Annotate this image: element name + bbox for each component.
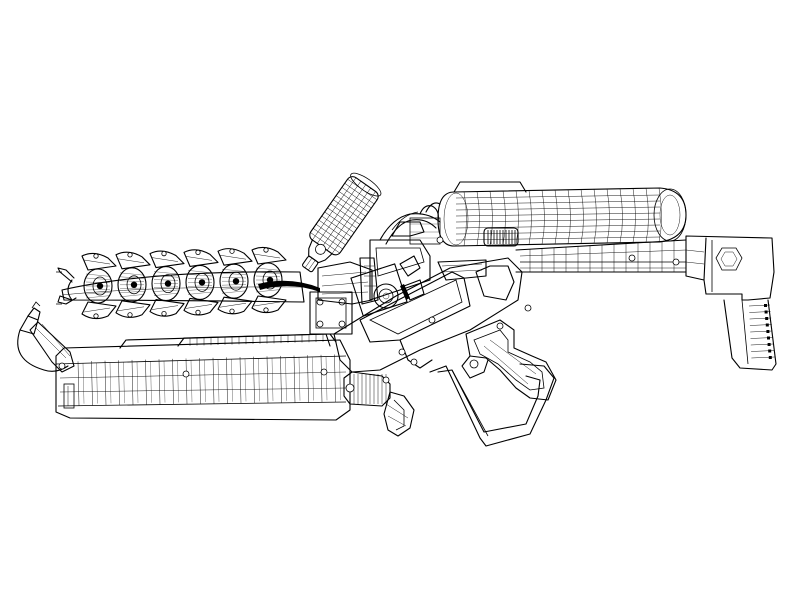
stock: [685, 235, 777, 371]
receiver: [333, 221, 523, 373]
claw: [56, 267, 77, 305]
lower-probe-arm: [17, 301, 75, 373]
lower-barrel-shroud: [55, 333, 351, 421]
mount-bracket: [309, 261, 373, 335]
segmented-tentacle: [56, 246, 320, 320]
drill-attachment: [343, 371, 415, 437]
trigger-guard: [429, 363, 555, 447]
pistol-grip: [461, 319, 557, 401]
canister: [302, 172, 382, 273]
upper-tank: [409, 181, 687, 247]
bolts: [182, 236, 680, 378]
